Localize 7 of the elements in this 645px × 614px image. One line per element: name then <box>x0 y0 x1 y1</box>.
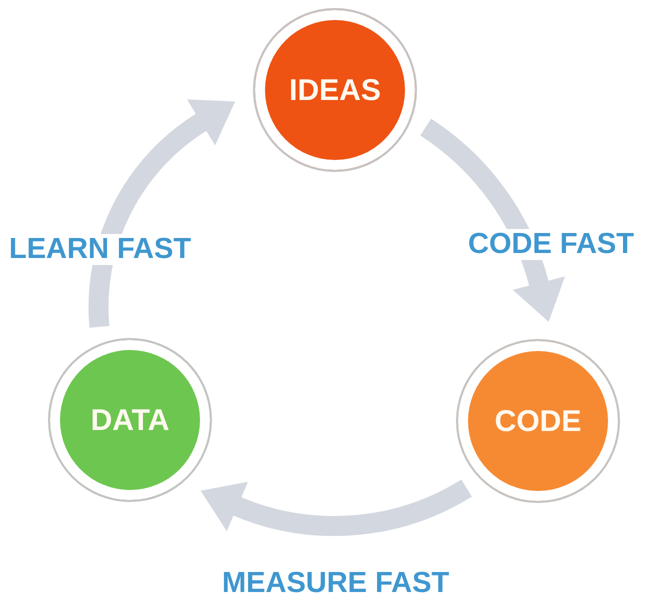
node-label: CODE <box>494 404 582 438</box>
curved-arrow <box>420 119 564 322</box>
curved-arrow <box>200 479 472 536</box>
node-label: IDEAS <box>289 74 381 106</box>
edge-label: CODE FAST <box>466 229 636 260</box>
curved-arrow <box>88 100 234 328</box>
node-label: DATA <box>90 404 170 436</box>
